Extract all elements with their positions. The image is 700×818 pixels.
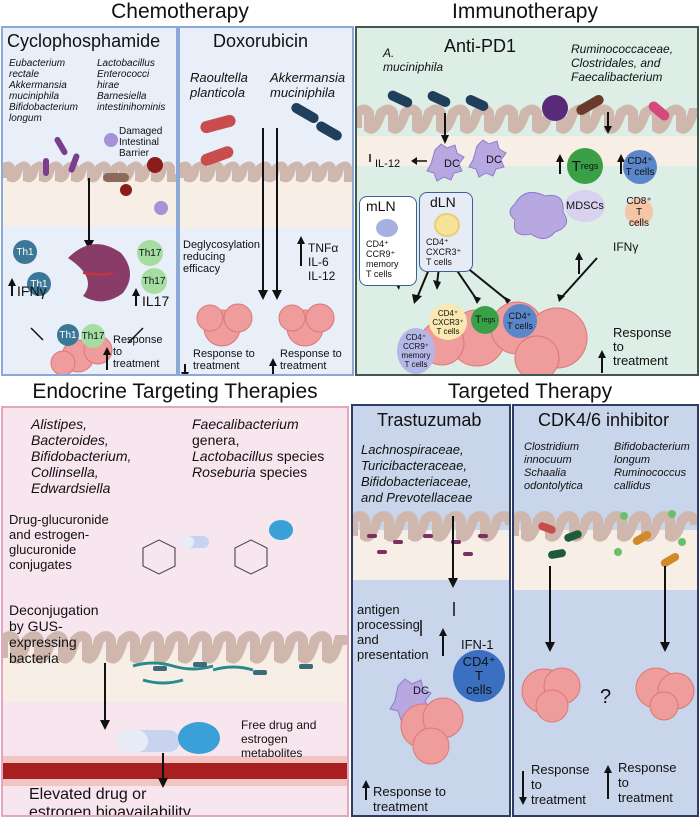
bacteria-purple bbox=[43, 136, 80, 176]
tumor-cxcr3-cell: CD4⁺CXCR3⁺T cells bbox=[429, 304, 467, 340]
cd4-t-cell: CD4⁺T cells bbox=[623, 150, 657, 184]
doxorubicin-title: Doxorubicin bbox=[213, 31, 309, 51]
endocrine-panel: Alistipes,Bacteroides,Bifidobacterium,Co… bbox=[1, 406, 349, 817]
a-muciniphila-label: A.muciniphila bbox=[383, 46, 444, 74]
section-title-immunotherapy: Immunotherapy bbox=[452, 0, 598, 23]
endocrine-bacteria-left: Alistipes,Bacteroides,Bifidobacterium,Co… bbox=[31, 416, 132, 496]
endocrine-illustration bbox=[3, 520, 347, 788]
th1-cell-tumor: Th1 bbox=[57, 324, 79, 346]
cyclophosphamide-title: Cyclophosphamide bbox=[7, 31, 161, 51]
antipd1-title: Anti-PD1 bbox=[444, 36, 517, 56]
cyclophosphamide-illustration bbox=[3, 133, 176, 374]
section-title-endocrine: Endocrine Targeting Therapies bbox=[32, 380, 318, 403]
trastuzumab-bacteria: Lachnospiraceae,Turicibacteraceae,Bifido… bbox=[361, 442, 473, 505]
mdsc-cell: MDSCs bbox=[565, 190, 605, 222]
ifn-gamma-label: IFNγ bbox=[613, 240, 639, 254]
th17-cell: Th17 bbox=[137, 240, 163, 266]
dc-label: DC bbox=[444, 158, 460, 170]
section-title-chemotherapy: Chemotherapy bbox=[111, 0, 249, 23]
cdk-illustration bbox=[514, 510, 697, 805]
trastuzumab-illustration bbox=[353, 511, 509, 800]
dc-label: DC bbox=[486, 154, 502, 166]
trastuzumab-title: Trastuzumab bbox=[377, 410, 482, 430]
trastuzumab-panel: Trastuzumab Lachnospiraceae,Turicibacter… bbox=[351, 404, 511, 817]
th17-cell-tumor: Th17 bbox=[81, 324, 105, 348]
ifn-gamma-label: IFNγ bbox=[17, 283, 47, 299]
il17-label: IL17 bbox=[142, 293, 170, 309]
question-mark: ? bbox=[600, 686, 612, 708]
tumor-cd4-cell: CD4⁺T cells bbox=[503, 304, 537, 338]
doxorubicin-illustration bbox=[180, 103, 352, 374]
dln-box: dLN CD4⁺CXCR3⁺T cells bbox=[419, 192, 473, 272]
ifn1-label: IFN-1 bbox=[461, 637, 494, 652]
th1-cell: Th1 bbox=[27, 272, 51, 296]
th1-cell: Th1 bbox=[13, 240, 37, 264]
section-title-targeted: Targeted Therapy bbox=[447, 380, 613, 403]
antipd1-panel: Anti-PD1 A.muciniphila Ruminococcaceae,C… bbox=[355, 26, 699, 376]
endocrine-bacteria-right: Faecalibacterium genera, Lactobacillus s… bbox=[192, 416, 325, 480]
th17-cell: Th17 bbox=[141, 268, 167, 294]
cdk-title: CDK4/6 inhibitor bbox=[538, 410, 670, 430]
il12-label: IL-12 bbox=[375, 158, 401, 170]
dc-label: DC bbox=[413, 685, 429, 697]
cd8-t-cell: CD8⁺T cells bbox=[625, 195, 653, 229]
